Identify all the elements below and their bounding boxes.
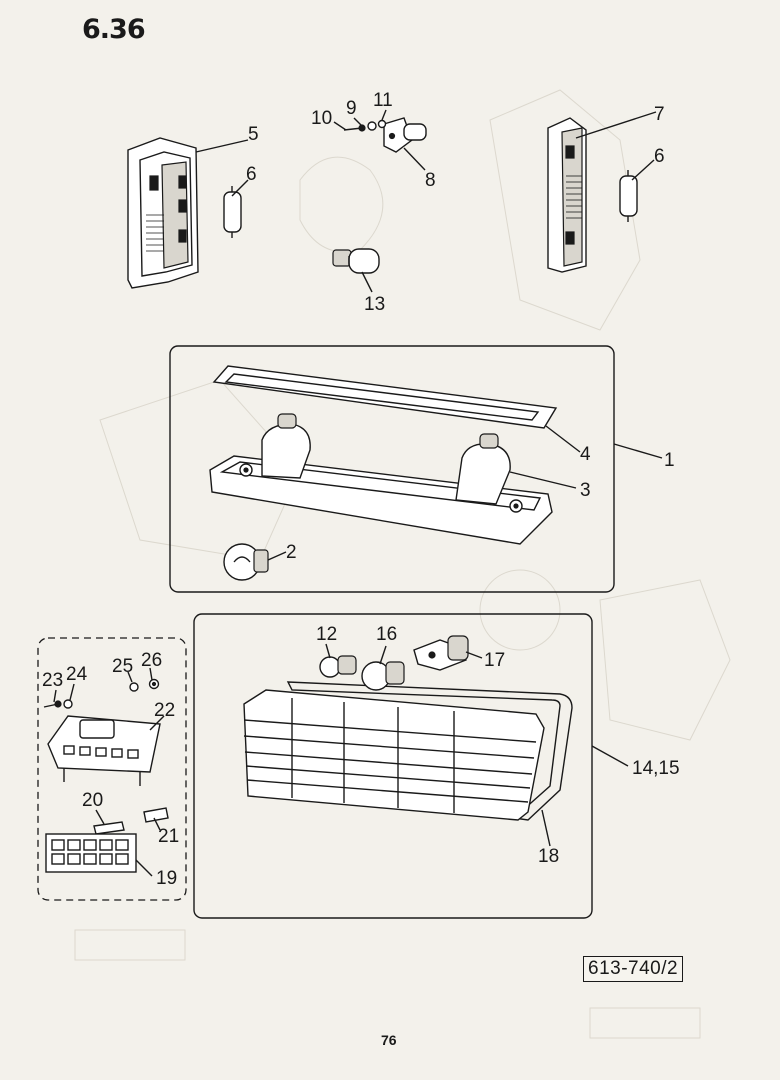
part-25-washer bbox=[129, 682, 139, 692]
callout-24: 24 bbox=[66, 664, 88, 685]
callout-13: 13 bbox=[364, 294, 385, 315]
part-4-gasket bbox=[212, 365, 558, 429]
part-26-nut bbox=[148, 678, 160, 690]
part-22-connector-housing bbox=[47, 715, 161, 786]
callout-20: 20 bbox=[82, 790, 103, 811]
callout-22: 22 bbox=[154, 700, 175, 721]
assembly-1-frame bbox=[169, 345, 615, 593]
callout-26: 26 bbox=[141, 650, 162, 671]
part-19-connector-block bbox=[45, 833, 137, 873]
callout-19: 19 bbox=[156, 868, 177, 889]
part-6-festoon-bulb-left bbox=[223, 186, 242, 238]
page-number: 76 bbox=[381, 1032, 397, 1048]
part-11-nut bbox=[377, 119, 387, 129]
part-9-washer bbox=[367, 121, 377, 131]
part-21-terminal bbox=[143, 807, 169, 823]
callout-8: 8 bbox=[425, 170, 436, 191]
part-16-bulb bbox=[361, 661, 405, 691]
assembly-14-15-frame bbox=[193, 613, 593, 919]
callout-3: 3 bbox=[580, 480, 591, 501]
part-14-15-tail-lamp-lens bbox=[243, 689, 545, 821]
callout-23: 23 bbox=[42, 670, 63, 691]
callout-16: 16 bbox=[376, 624, 397, 645]
part-17-bulb-holder bbox=[413, 635, 469, 671]
callout-labels: 5 6 10 9 11 8 13 7 6 1 4 3 2 12 16 17 14… bbox=[42, 90, 680, 889]
callout-2: 2 bbox=[286, 542, 297, 563]
leader-lines bbox=[53, 109, 663, 877]
callout-21: 21 bbox=[158, 826, 179, 847]
part-23-screw bbox=[43, 700, 62, 708]
part-8-bulb-holder bbox=[383, 117, 427, 153]
part-10-screw bbox=[343, 124, 366, 132]
part-13-bulb bbox=[332, 248, 380, 274]
callout-17: 17 bbox=[484, 650, 505, 671]
part-20-terminal bbox=[93, 821, 125, 835]
callout-6-right: 6 bbox=[654, 146, 665, 167]
callout-1: 1 bbox=[664, 450, 675, 471]
callout-4: 4 bbox=[580, 444, 591, 465]
connector-kit-frame bbox=[37, 637, 187, 901]
callout-11: 11 bbox=[373, 90, 393, 111]
callout-14-15: 14,15 bbox=[632, 758, 680, 779]
callout-10: 10 bbox=[311, 108, 332, 129]
callout-12: 12 bbox=[316, 624, 337, 645]
drawing-reference-code: 613-740/2 bbox=[583, 956, 684, 982]
part-6-festoon-bulb-right bbox=[619, 170, 638, 222]
callout-6-left: 6 bbox=[246, 164, 257, 185]
part-12-bulb bbox=[319, 655, 357, 678]
bleed-through-background bbox=[74, 89, 731, 1039]
part-2-bulb bbox=[223, 543, 269, 581]
part-7-lamp-body bbox=[547, 117, 587, 273]
section-number: 6.36 bbox=[82, 14, 146, 45]
callout-18: 18 bbox=[538, 846, 559, 867]
callout-7: 7 bbox=[654, 104, 665, 125]
part-24-washer bbox=[63, 699, 73, 709]
callout-9: 9 bbox=[346, 98, 357, 119]
callout-5: 5 bbox=[248, 124, 259, 145]
part-3-bulb-sockets bbox=[261, 413, 511, 505]
callout-25: 25 bbox=[112, 656, 133, 677]
part-5-lamp-housing bbox=[127, 137, 199, 289]
